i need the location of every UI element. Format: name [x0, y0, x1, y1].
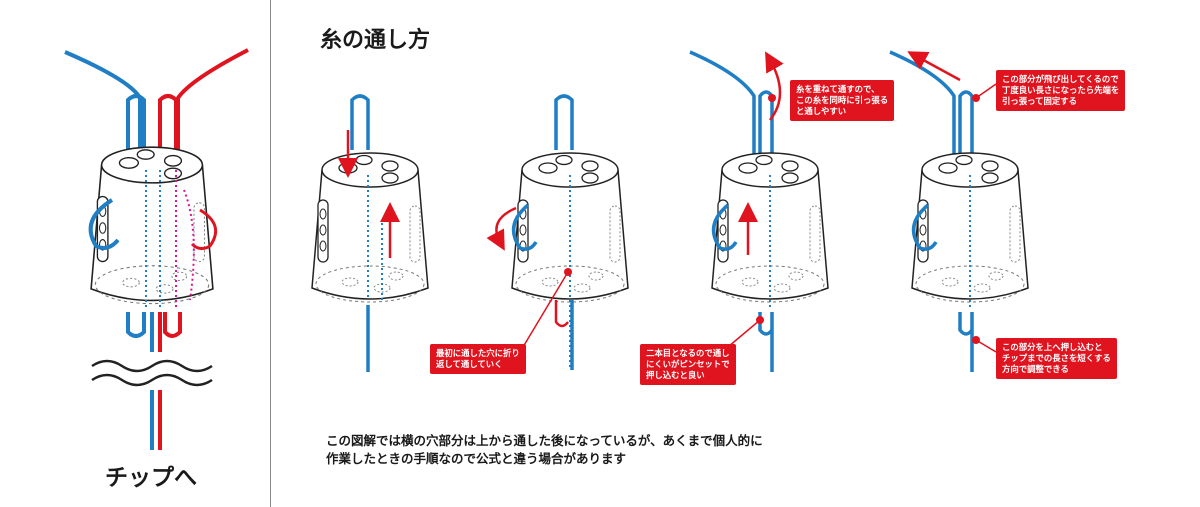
step-2-illustration	[486, 94, 629, 370]
tip-label: チップへ	[105, 465, 197, 491]
blue-side-loop	[88, 198, 120, 250]
step-1-illustration	[311, 94, 429, 372]
diagram-title: 糸の通し方	[320, 28, 431, 53]
callout-step-3-bottom: 二本目となるので通し にくいがピンセットで 押し込むと良い	[640, 344, 736, 385]
red-thread-upper-right	[176, 48, 249, 160]
note-line-1: この図解では横の穴部分は上から通した後になっているが、あくまで個人的に	[326, 433, 763, 448]
panel-divider	[270, 0, 271, 507]
step-2-curl-arrow	[486, 206, 517, 251]
red-side-loop	[190, 208, 218, 251]
break-mark-bottom	[91, 373, 213, 387]
disclaimer-note: この図解では横の穴部分は上から通した後になっているが、あくまで個人的に 作業した…	[326, 432, 763, 468]
break-mark-top	[91, 359, 213, 373]
callout-step-4-top: この部分が飛び出してくるので 丁度良い長さになったら先端を 引っ張って固定する	[996, 70, 1126, 111]
step-4-illustration	[889, 50, 1029, 372]
callout-step-3-top: 糸を重ねて通すので、 この糸を同時に引っ張る と通しやすい	[790, 80, 895, 121]
callout-step-4-bottom: この部分を上へ押し込むと チップまでの長さを短くする 方向で調整できる	[996, 338, 1117, 379]
callout-step-2: 最初に通した穴に折り 返して通していく	[430, 344, 526, 374]
step-3-pull-arrow	[765, 51, 784, 121]
step-4-pull-arrow	[907, 51, 961, 82]
note-line-2: 作業したときの手順なので公式と違う場合があります	[326, 451, 627, 466]
left-panel-illustration	[64, 48, 249, 450]
